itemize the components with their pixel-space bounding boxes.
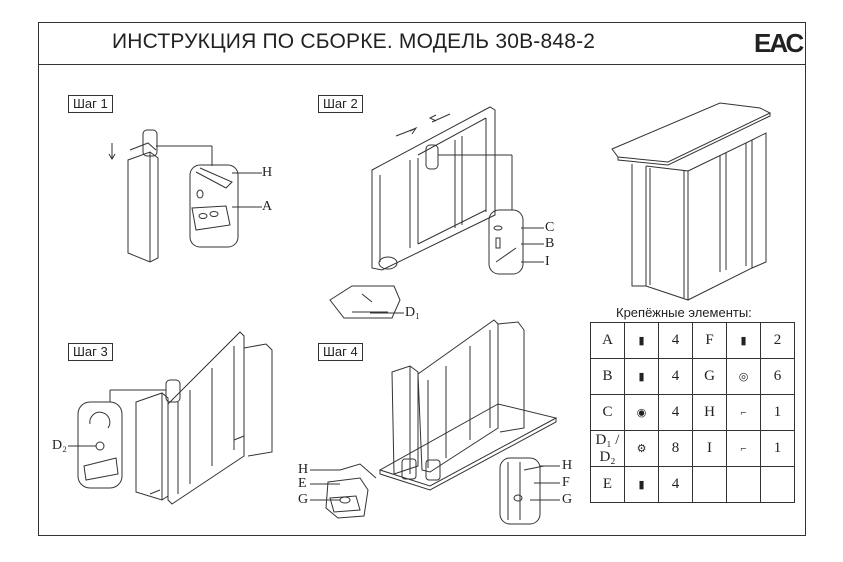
part-code: D₁ / D₂ [590, 430, 625, 467]
part-qty: 4 [658, 394, 693, 431]
eac-mark: ЕАС [754, 28, 804, 58]
step-1-label: Шаг 1 [68, 95, 113, 113]
bolt-icon: ▮ [624, 358, 659, 395]
callout-h-step4: H [298, 462, 309, 477]
step2-frame-illustration [329, 106, 544, 319]
washer-small-icon: ◉ [624, 394, 659, 431]
part-code: F [692, 322, 727, 359]
bolt-icon: ▮ [624, 466, 659, 503]
hex-key-icon: ⌐ [726, 430, 761, 467]
callout-a-step1: A [262, 199, 273, 214]
callout-b-step2: B [545, 236, 555, 251]
part-qty: 4 [658, 466, 693, 503]
page-title: ИНСТРУКЦИЯ ПО СБОРКЕ. МОДЕЛЬ 30В-848-2 [112, 30, 596, 53]
callout-g2-step4: G [562, 492, 573, 507]
assembled-table-illustration [611, 102, 772, 301]
part-qty [760, 466, 795, 503]
callout-g-step4: G [298, 492, 309, 507]
part-qty: 1 [760, 430, 795, 467]
step3-illustration [68, 331, 273, 505]
callout-e-step4: E [298, 476, 307, 491]
callout-h-step1: H [262, 165, 273, 180]
part-qty: 1 [760, 394, 795, 431]
callout-h2-step4: H [562, 458, 573, 473]
callout-d1-step2: D₁ [405, 305, 420, 320]
cam-dowel-icon: ⚙ [624, 430, 659, 467]
part-qty: 2 [760, 322, 795, 359]
table-row: E▮4 [590, 466, 795, 503]
page-frame [38, 22, 806, 536]
part-code: G [692, 358, 727, 395]
part-qty: 4 [658, 358, 693, 395]
parts-table-title: Крепёжные элементы: [616, 305, 752, 320]
header-divider [38, 64, 806, 65]
part-code: C [590, 394, 625, 431]
part-code: A [590, 322, 625, 359]
part-qty: 4 [658, 322, 693, 359]
step-3-label: Шаг 3 [68, 343, 113, 361]
callout-f-step4: F [562, 475, 570, 490]
bolt-icon: ▮ [624, 322, 659, 359]
empty-cell [726, 466, 761, 503]
callout-c-step2: C [545, 220, 555, 235]
callout-d2-step3: D₂ [52, 438, 67, 453]
long-bolt-icon: ▮ [726, 322, 761, 359]
step-2-label: Шаг 2 [318, 95, 363, 113]
part-qty: 6 [760, 358, 795, 395]
hex-key-icon: ⌐ [726, 394, 761, 431]
callout-i-step2: I [545, 254, 550, 269]
washer-icon: ◎ [726, 358, 761, 395]
part-code: H [692, 394, 727, 431]
part-code: E [590, 466, 625, 503]
part-code: B [590, 358, 625, 395]
part-qty: 8 [658, 430, 693, 467]
step-4-label: Шаг 4 [318, 343, 363, 361]
step1-leg-illustration [108, 129, 262, 263]
part-code [692, 466, 727, 503]
part-code: I [692, 430, 727, 467]
step4-illustration [310, 319, 560, 525]
